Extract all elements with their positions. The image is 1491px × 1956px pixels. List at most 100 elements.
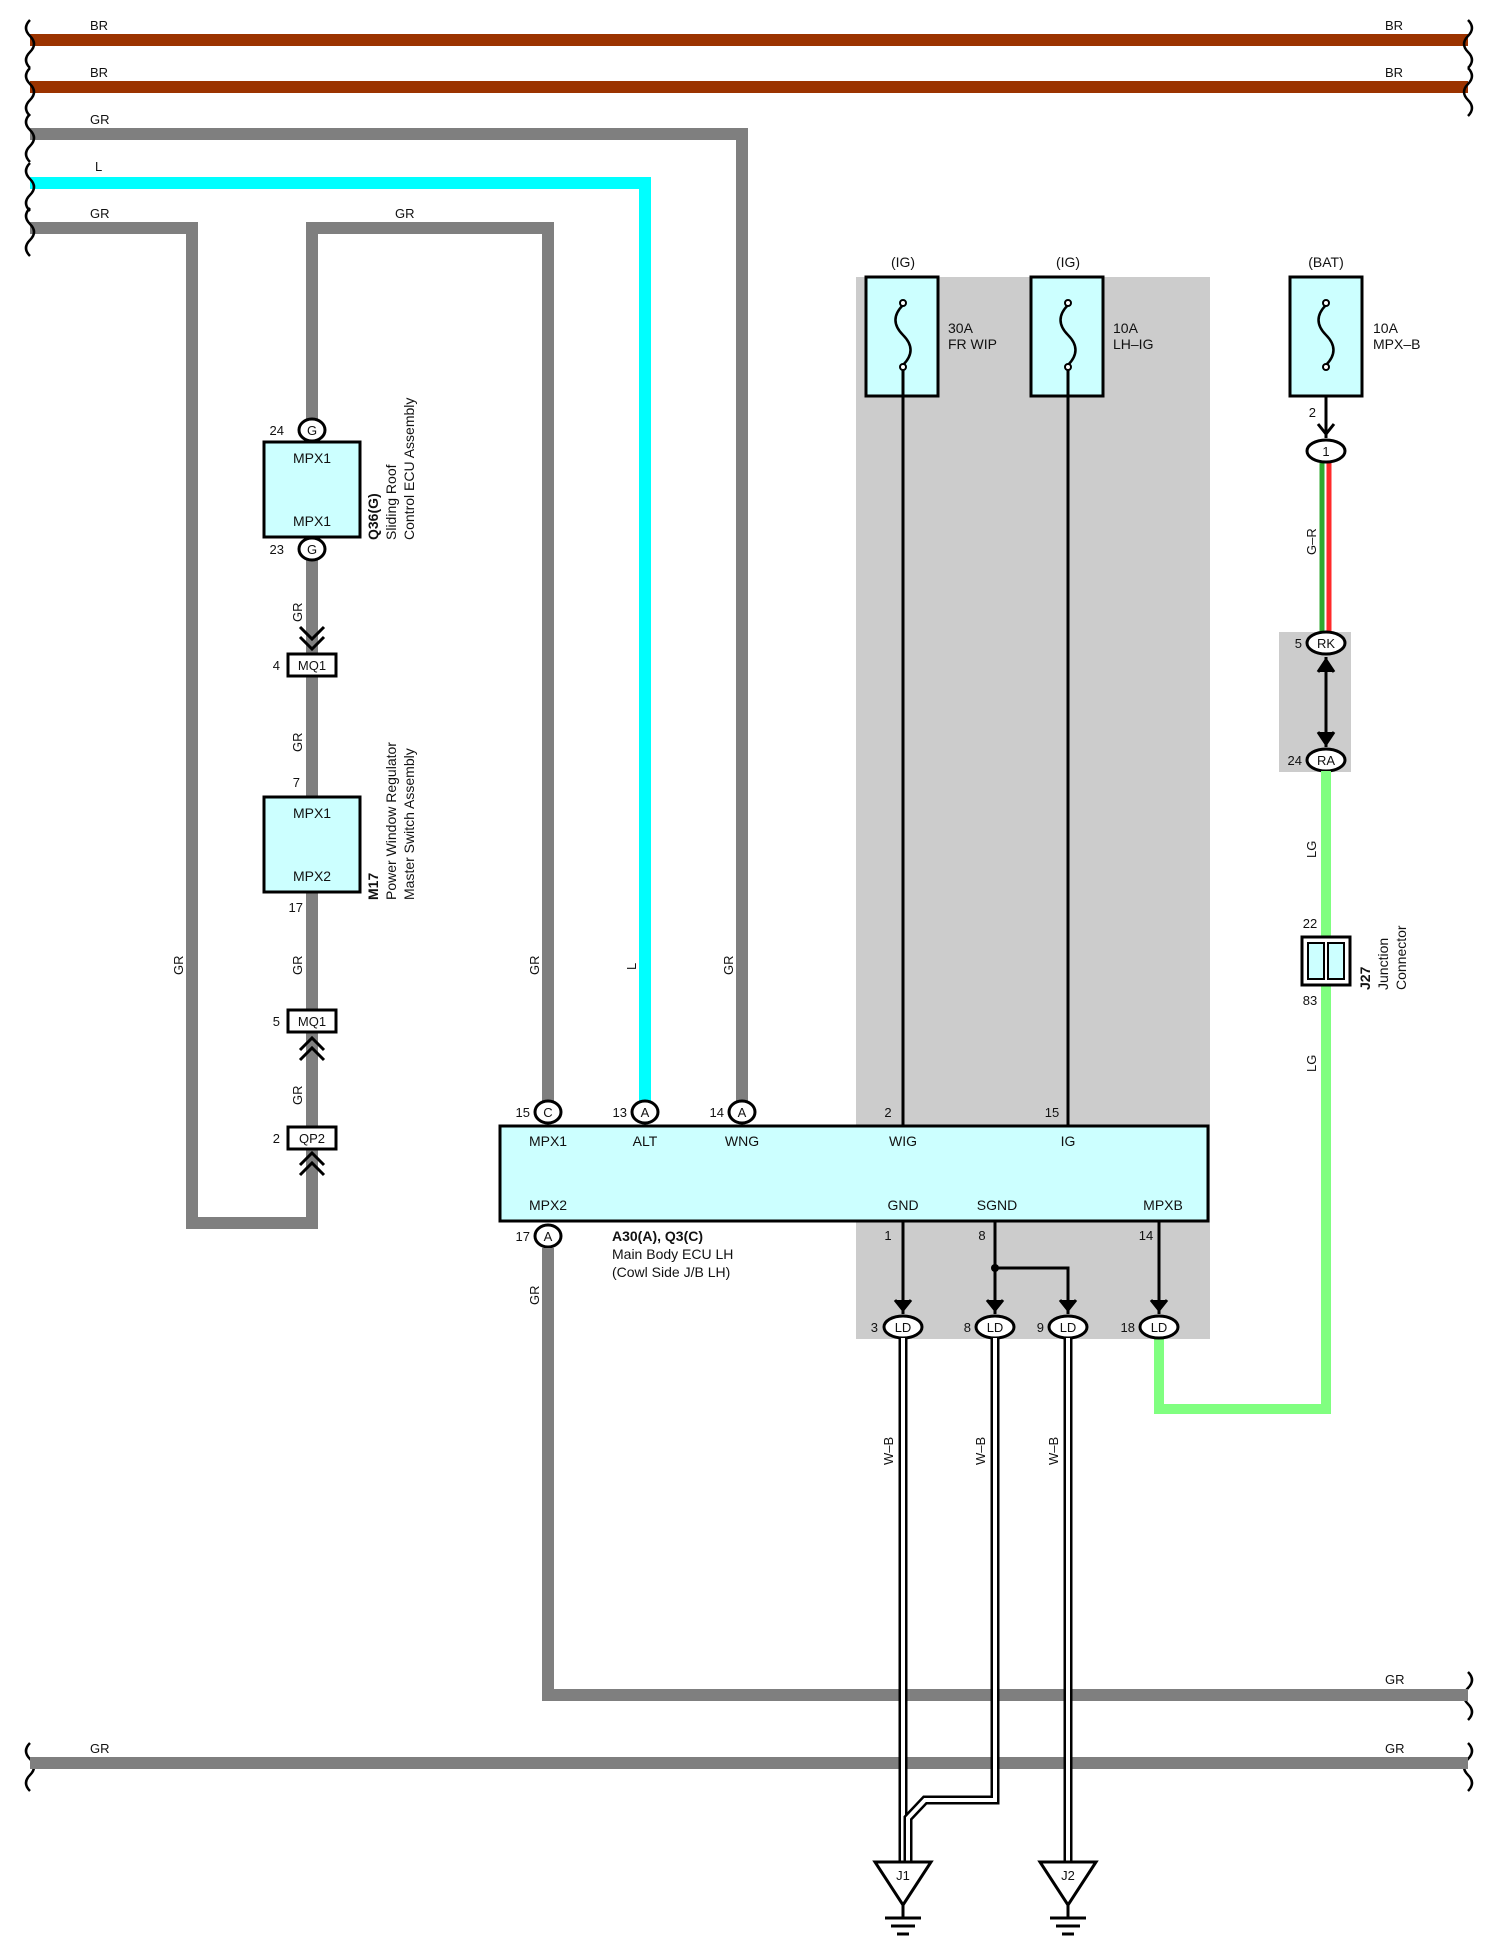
lg-wire [1154, 771, 1331, 1414]
ld-2-name: LD [987, 1320, 1004, 1335]
wire-label-gr-d: GR [290, 1086, 305, 1106]
l-wire-top [30, 177, 651, 1102]
wire-label-br2: BR [90, 65, 108, 80]
ground-icon [1037, 1860, 1099, 1908]
wire-label-gr-left: GR [90, 206, 110, 221]
fuse-2-name: LH–IG [1113, 336, 1153, 352]
break-marks [24, 19, 1474, 1792]
fuse-3-source: (BAT) [1308, 254, 1344, 270]
sliding-roof-term-bottom: MPX1 [293, 513, 331, 529]
fuse-3-box [1288, 275, 1364, 398]
ecu-bottom-term-1: MPX2 [529, 1197, 567, 1213]
wire-label-gr-c: GR [290, 956, 305, 976]
ecu-top-pin-2: 13 [613, 1105, 627, 1120]
sliding-roof-ecu: MPX1 MPX1 G 24 G 23 Q36(G) Sliding Roof … [262, 398, 417, 1156]
wire-label-br1-right: BR [1385, 18, 1403, 33]
main-ecu-id: A30(A), Q3(C) [612, 1228, 703, 1244]
sliding-roof-conn-top-label: G [307, 423, 317, 438]
ld-3-name: LD [1060, 1320, 1077, 1335]
qp2-pin: 2 [273, 1131, 280, 1146]
mq1-b-name: MQ1 [298, 1014, 326, 1029]
wire-label-gr-b2: GR [90, 1741, 110, 1756]
ecu-top-term-1: MPX1 [529, 1133, 567, 1149]
ld-1-name: LD [895, 1320, 912, 1335]
sliding-roof-pin-top: 24 [270, 423, 284, 438]
wire-label-gr-bottom: GR [527, 1286, 542, 1306]
ecu-top-pin-4: 2 [884, 1105, 891, 1120]
wire-label-l-v: L [624, 963, 639, 970]
gr-wire-left-loop [30, 222, 318, 1229]
wire-label-wb3: W–B [1046, 1437, 1061, 1465]
wire-label-gr-v1: GR [171, 956, 186, 976]
fuse-2-rating: 10A [1113, 320, 1139, 336]
j27-id: J27 [1357, 966, 1373, 990]
arrow-icon [1316, 657, 1336, 747]
mq1-a-name: MQ1 [298, 658, 326, 673]
ecu-bottom-pin-4: 14 [1139, 1228, 1153, 1243]
sliding-roof-term-top: MPX1 [293, 450, 331, 466]
wire-label-br2-right: BR [1385, 65, 1403, 80]
power-window-line1: Power Window Regulator [383, 742, 399, 900]
fuse-3-pin: 2 [1309, 405, 1316, 420]
fuse-3-rating: 10A [1373, 320, 1399, 336]
power-window-switch: MPX1 MPX2 7 17 M17 Power Window Regulato… [262, 742, 417, 915]
rk-pin: 5 [1295, 636, 1302, 651]
fuse-1-name: FR WIP [948, 336, 997, 352]
sliding-roof-conn-bottom [297, 536, 327, 562]
arrow-down-icon [893, 1299, 1169, 1313]
ld-4-pin: 18 [1121, 1320, 1135, 1335]
sliding-roof-id: Q36(G) [365, 493, 381, 540]
ld-4-name: LD [1151, 1320, 1168, 1335]
j27-line2: Connector [1393, 925, 1409, 990]
ecu-top-pin-1: 15 [516, 1105, 530, 1120]
ground-j1-label: J1 [896, 1868, 910, 1883]
main-ecu-line1: Main Body ECU LH [612, 1246, 733, 1262]
ecu-bottom-conn-1: A [544, 1229, 553, 1244]
ecu-bottom-term-2: GND [887, 1197, 918, 1213]
connector-mq1-b: MQ1 5 [273, 1008, 338, 1062]
connector-qp2: QP2 2 [273, 1125, 338, 1177]
wire-label-gr-b: GR [290, 733, 305, 753]
wire-label-g-r: G–R [1304, 528, 1319, 555]
wire-label-gr-wng: GR [721, 956, 736, 976]
sliding-roof-conn-top [297, 417, 327, 443]
fuse-1-rating: 30A [948, 320, 974, 336]
wire-label-wb1: W–B [881, 1437, 896, 1465]
ld-3-pin: 9 [1037, 1320, 1044, 1335]
wire-label-lg2: LG [1304, 1055, 1319, 1072]
power-window-pin-bottom: 17 [289, 900, 303, 915]
sliding-roof-pin-bottom: 23 [270, 542, 284, 557]
power-window-box [262, 795, 362, 894]
fuse-icon [1317, 304, 1335, 366]
ecu-top-conn-1: C [543, 1105, 552, 1120]
ecu-top-conn-3: A [738, 1105, 747, 1120]
j27-pin-bottom: 83 [1303, 993, 1317, 1008]
ecu-bottom-term-4: MPXB [1143, 1197, 1183, 1213]
power-window-pin-top: 7 [293, 775, 300, 790]
ecu-top-term-2: ALT [633, 1133, 658, 1149]
wire-label-gr-top: GR [90, 112, 110, 127]
ecu-bottom-pin-1: 17 [516, 1229, 530, 1244]
gr-wire-mpx2 [542, 1248, 1468, 1701]
ecu-top-conn-2: A [641, 1105, 650, 1120]
mq1-b-pin: 5 [273, 1014, 280, 1029]
ground-icon [872, 1860, 934, 1908]
connector-1 [1305, 438, 1347, 464]
connector-1-label: 1 [1322, 444, 1329, 459]
ground-j2-label: J2 [1061, 1868, 1075, 1883]
rk-ra-connector-shading [1279, 632, 1351, 772]
wire-label-gr-b2-right: GR [1385, 1741, 1405, 1756]
power-window-term-bottom: MPX2 [293, 868, 331, 884]
j27-line1: Junction [1375, 938, 1391, 990]
connector-mq1-a: MQ1 4 [273, 625, 338, 678]
fuse-mpx-b: (BAT) 10A MPX–B [1288, 254, 1420, 398]
sliding-roof-conn-bottom-label: G [307, 542, 317, 557]
wire-label-gr-b1-right: GR [1385, 1672, 1405, 1687]
ecu-top-pin-3: 14 [710, 1105, 724, 1120]
ecu-bottom-pin-3: 8 [978, 1228, 985, 1243]
ecu-bottom-pin-2: 1 [884, 1228, 891, 1243]
power-window-id: M17 [365, 873, 381, 900]
qp2-name: QP2 [299, 1131, 325, 1146]
power-window-line2: Master Switch Assembly [401, 748, 417, 900]
